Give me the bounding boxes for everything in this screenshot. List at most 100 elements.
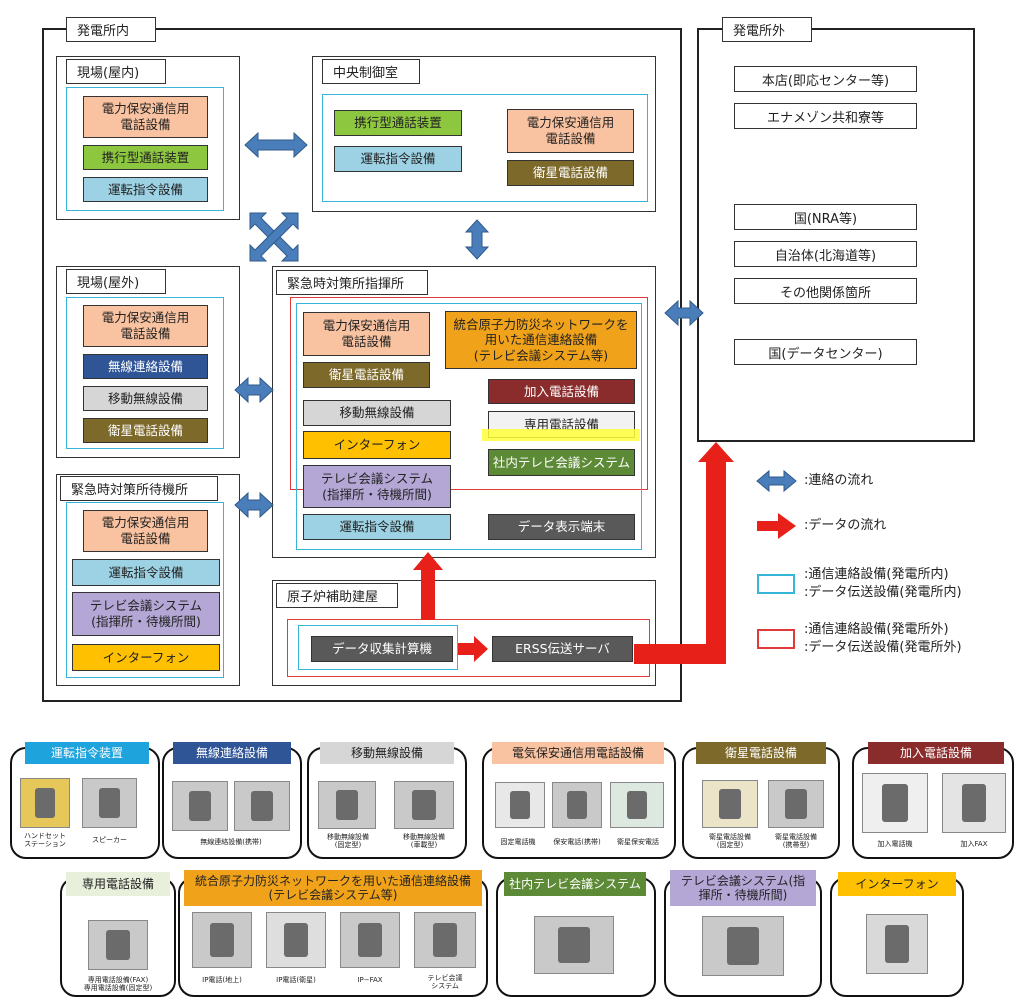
command-post-red	[290, 297, 648, 490]
field-outdoor-cyan	[66, 297, 224, 449]
legend-comm-flow-text: :連絡の流れ	[804, 473, 874, 488]
photo-card-title: インターフォン	[838, 872, 956, 896]
comm-arrow-control-command	[464, 219, 490, 260]
field-indoor-title: 現場(屋内)	[66, 59, 166, 84]
plant-outside-title: 発電所外	[722, 17, 812, 42]
photo-card-title: テレビ会議システム(指 揮所・待機所間)	[670, 870, 816, 906]
field-outdoor-title: 現場(屋外)	[66, 269, 166, 294]
photo-caption: 加入FAX	[960, 840, 988, 848]
cp-interphone: インターフォン	[303, 431, 451, 459]
data-arrow-to-command	[413, 552, 443, 620]
photo-caption: 保安電話(携帯)	[553, 838, 601, 846]
photo-card-dedicated-phone	[60, 877, 176, 997]
highlight-marker	[482, 429, 640, 441]
photo-subscriber-phone	[862, 773, 928, 833]
photo-caption: 移動無線設備 (固定型)	[327, 833, 369, 850]
photo-satellite-portable	[768, 780, 824, 828]
plant-outside-frame	[697, 28, 975, 442]
fi-power-phone: 電力保安通信用 電話設備	[83, 96, 208, 138]
control-room-cyan	[322, 94, 648, 202]
data-arrow-acq-to-erss	[458, 636, 488, 662]
command-post-cyan	[296, 303, 642, 550]
fi-portable-call: 携行型通話装置	[83, 145, 208, 170]
photo-ip-phone-ground	[192, 912, 252, 968]
photo-radio-2	[234, 781, 290, 831]
sb-tv-conference: テレビ会議システム (指揮所・待機所間)	[72, 592, 220, 636]
photo-caption: 衛星保安電話	[617, 838, 659, 846]
cp-satellite-phone: 衛星電話設備	[303, 362, 430, 388]
photo-internal-tv	[534, 916, 614, 974]
photo-fixed-phone	[495, 782, 545, 828]
cp-mobile-radio: 移動無線設備	[303, 400, 451, 426]
fo-power-phone: 電力保安通信用 電話設備	[83, 305, 208, 347]
ext-nra: 国(NRA等)	[734, 204, 917, 230]
ext-others: その他関係箇所	[734, 278, 917, 304]
cp-subscriber-phone: 加入電話設備	[488, 379, 635, 404]
cr-power-phone: 電力保安通信用 電話設備	[507, 109, 634, 153]
comm-arrow-standby-command	[234, 491, 274, 519]
ext-enamezon: エナメゾン共和寮等	[734, 103, 917, 129]
cp-power-phone: 電力保安通信用 電話設備	[303, 312, 430, 356]
photo-card-title: 衛星電話設備	[696, 742, 826, 764]
sb-operation-command: 運転指令設備	[72, 559, 220, 586]
photo-subscriber-fax	[942, 773, 1006, 833]
photo-card-title: 移動無線設備	[320, 742, 454, 764]
fo-radio-contact: 無線連絡設備	[83, 354, 208, 379]
photo-caption: 加入電話機	[877, 840, 913, 848]
cp-operation-command: 運転指令設備	[303, 514, 451, 540]
photo-satellite-fixed	[702, 780, 758, 828]
plant-inside-frame	[42, 28, 682, 702]
legend-cyan-swatch	[757, 574, 795, 594]
photo-interphone	[866, 914, 928, 974]
photo-speaker	[82, 778, 137, 828]
photo-tv-conference	[702, 916, 784, 976]
photo-card-title: 無線連絡設備	[173, 742, 291, 764]
photo-caption: 衛星電話設備 (携帯型)	[775, 833, 817, 850]
reactor-aux-cyan	[298, 625, 458, 670]
photo-ip-fax	[340, 912, 400, 968]
photo-caption: 専用電話設備(FAX) 専用電話設備(固定型)	[83, 976, 153, 993]
photo-dedicated-phone	[88, 920, 148, 970]
sb-power-phone: 電力保安通信用 電話設備	[83, 510, 208, 552]
standby-cyan	[66, 502, 224, 678]
plant-inside-title: 発電所内	[66, 17, 156, 42]
comm-arrow-inside-outside	[664, 299, 704, 327]
photo-mobile-phone	[552, 782, 602, 828]
photo-mobile-radio-vehicle	[394, 781, 454, 829]
photo-tv-conference-system	[414, 912, 476, 968]
legend-data-flow-text: :データの流れ	[804, 518, 887, 533]
fi-operation-command: 運転指令設備	[83, 177, 208, 202]
photo-caption: 移動無線設備 (車載型)	[403, 833, 445, 850]
photo-radio-1	[172, 781, 228, 831]
photo-card-title: 専用電話設備	[66, 872, 170, 896]
photo-card-title: 加入電話設備	[868, 742, 1004, 764]
photo-caption: テレビ会議 システム	[427, 974, 463, 991]
legend-red-text: :通信連絡設備(発電所外) :データ伝送設備(発電所外)	[804, 622, 962, 655]
erss-transmission-server: ERSS伝送サーバ	[492, 636, 633, 662]
ext-honten: 本店(即応センター等)	[734, 66, 917, 92]
photo-caption: IP電話(地上)	[202, 976, 242, 984]
photo-handset-station	[20, 778, 70, 828]
photo-caption: 無線連絡設備(携帯)	[200, 838, 262, 846]
ext-data-center: 国(データセンター)	[734, 339, 917, 365]
photo-card-title: 電気保安通信用電話設備	[492, 742, 664, 764]
cp-integrated-network: 統合原子力防災ネットワークを 用いた通信連絡設備 (テレビ会議システム等)	[445, 311, 637, 369]
data-arrow-to-outside	[634, 442, 734, 664]
cr-satellite-phone: 衛星電話設備	[507, 160, 634, 186]
fo-mobile-radio: 移動無線設備	[83, 386, 208, 411]
photo-card-title: 社内テレビ会議システム	[504, 872, 646, 896]
legend-comm-arrow	[756, 469, 797, 493]
photo-caption: 衛星電話設備 (固定型)	[709, 833, 751, 850]
cp-internal-tv-conference: 社内テレビ会議システム	[488, 449, 635, 476]
cr-operation-command: 運転指令設備	[334, 146, 462, 172]
reactor-aux-title: 原子炉補助建屋	[276, 583, 398, 608]
comm-arrow-indoor-control	[244, 131, 308, 159]
control-room-title: 中央制御室	[322, 59, 420, 84]
cr-portable-call: 携行型通話装置	[334, 110, 462, 136]
photo-caption: IP−FAX	[357, 976, 383, 984]
command-post-title: 緊急時対策所指揮所	[276, 270, 428, 295]
photo-card-title: 運転指令装置	[25, 742, 149, 764]
photo-satellite-phone	[610, 782, 664, 828]
field-indoor-cyan	[66, 87, 224, 211]
